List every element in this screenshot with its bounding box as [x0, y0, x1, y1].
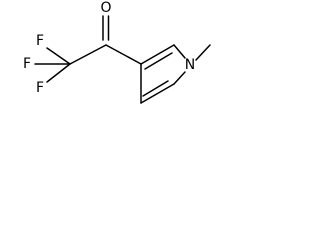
bond-cf3-f-bottom [46, 63, 71, 83]
bond-carbonyl-to-ring [105, 44, 142, 65]
bond-ring-n-c6 [173, 71, 186, 85]
atom-fluorine-top: F [36, 33, 44, 49]
bond-cf3-f-top [46, 47, 71, 65]
structure-diagram: O F F F N [23, 0, 211, 104]
atom-fluorine-bottom: F [36, 80, 44, 96]
bond-ring-c6-c5-inner [142, 80, 169, 97]
atom-oxygen: O [100, 0, 111, 16]
atom-nitrogen: N [185, 57, 195, 73]
bond-ring-c3-c2-inner [144, 52, 173, 70]
bond-ring-c6-c5 [140, 83, 175, 104]
bond-carbonyl-to-cf3 [69, 44, 107, 65]
atom-fluorine-left: F [23, 56, 31, 72]
bond-n-methyl [195, 44, 211, 61]
bond-ring-c2-n [173, 44, 186, 59]
bond-ring-c3-c2 [140, 44, 175, 65]
